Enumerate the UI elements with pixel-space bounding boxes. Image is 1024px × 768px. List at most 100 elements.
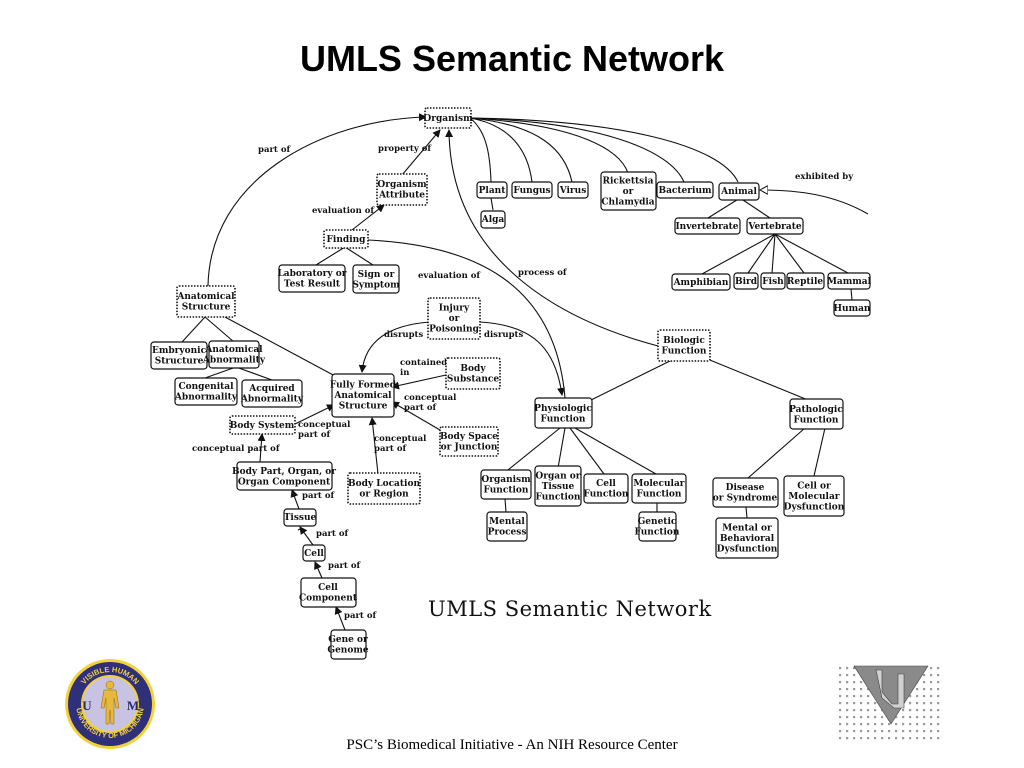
grid-dot: [888, 737, 891, 740]
node-label-line: Function: [541, 414, 586, 424]
grid-dot: [867, 716, 870, 719]
node-label-line: Bird: [735, 277, 758, 287]
node-label-line: or: [449, 314, 460, 324]
svg-text:Virus: Virus: [559, 186, 587, 196]
node-label-line: Fungus: [513, 186, 550, 196]
grid-dot: [881, 716, 884, 719]
node-label-line: Behavioral: [720, 534, 775, 544]
svg-text:Mammal: Mammal: [827, 277, 872, 287]
grid-dot: [839, 667, 842, 670]
node-label-line: Abnormality: [202, 355, 266, 365]
grid-dot: [895, 737, 898, 740]
edge-label-disrupts-right: disrupts: [484, 330, 523, 340]
grid-dot: [867, 688, 870, 691]
node-label-line: Structure: [339, 402, 388, 412]
grid-dot: [937, 730, 940, 733]
grid-dot: [867, 730, 870, 733]
svg-text:Organism: Organism: [423, 114, 473, 124]
svg-text:Cell: Cell: [304, 549, 324, 559]
grid-dot: [909, 716, 912, 719]
grid-dot: [846, 723, 849, 726]
node-label-line: Genetic: [638, 517, 677, 527]
grid-dot: [937, 709, 940, 712]
node-label-line: Structure: [182, 302, 231, 312]
edge-label-line: conceptual: [404, 393, 457, 403]
grid-dot: [923, 702, 926, 705]
node-label-line: Function: [584, 489, 629, 499]
human-figure-icon: [100, 680, 120, 725]
grid-dot: [881, 737, 884, 740]
grid-dot: [839, 716, 842, 719]
svg-text:Body System: Body System: [230, 421, 295, 431]
node-label-line: or Syndrome: [713, 493, 778, 503]
grid-dot: [860, 716, 863, 719]
svg-text:Bacterium: Bacterium: [658, 186, 712, 196]
node-label-line: Organism: [423, 114, 473, 124]
node-animal: Animal: [718, 182, 760, 201]
grid-dot: [930, 681, 933, 684]
diagram-caption: UMLS Semantic Network: [428, 597, 712, 621]
node-label-line: Organism: [481, 475, 531, 485]
edge-label-part-of-3: part of: [328, 561, 361, 571]
grid-dot: [923, 695, 926, 698]
grid-dot: [909, 709, 912, 712]
grid-dot: [902, 737, 905, 740]
svg-text:Plant: Plant: [479, 186, 507, 196]
edge-label-line: part of: [404, 403, 437, 413]
grid-dot: [839, 737, 842, 740]
svg-text:Vertebrate: Vertebrate: [747, 222, 802, 232]
grid-dot: [853, 681, 856, 684]
node-label-line: Anatomical: [176, 292, 235, 302]
node-label-line: Physiologic: [534, 404, 592, 414]
node-label-line: Laboratory or: [277, 269, 346, 279]
grid-dot: [874, 730, 877, 733]
grid-dot: [839, 730, 842, 733]
grid-dot: [930, 730, 933, 733]
grid-dot: [888, 730, 891, 733]
node-label-line: Mental: [489, 517, 525, 527]
node-label-line: Cell: [318, 583, 338, 593]
node-label-line: Tissue: [542, 482, 575, 492]
node-plant: Plant: [476, 181, 508, 199]
node-label-line: Structure: [155, 356, 204, 366]
node-cell: Cell: [302, 544, 326, 562]
grid-dot: [860, 695, 863, 698]
node-label-line: Reptile: [787, 277, 823, 287]
edge-label-line: part of: [374, 444, 407, 454]
node-vertebrate: Vertebrate: [746, 217, 804, 235]
node-label-line: Anatomical: [204, 345, 263, 355]
node-label-line: Organism: [377, 180, 427, 190]
node-label-line: Gene or: [328, 635, 368, 645]
grid-dot: [860, 681, 863, 684]
node-bacterium: Bacterium: [656, 181, 714, 199]
node-tissue: Tissue: [283, 508, 317, 527]
node-reptile: Reptile: [786, 272, 825, 290]
grid-dot: [930, 695, 933, 698]
node-label-line: Test Result: [284, 279, 341, 289]
node-label-line: Mammal: [827, 277, 872, 287]
node-label-line: Congenital: [178, 382, 234, 392]
edge-label-evaluation-of-1: evaluation of: [312, 206, 375, 216]
node-label-line: Dysfunction: [717, 545, 778, 555]
edge-label-line: conceptual: [374, 434, 427, 444]
edge-label-line: contained: [400, 358, 447, 368]
node-label-line: Embryonic: [152, 346, 207, 356]
grid-dot: [853, 688, 856, 691]
node-label-line: Chlamydia: [601, 198, 654, 208]
